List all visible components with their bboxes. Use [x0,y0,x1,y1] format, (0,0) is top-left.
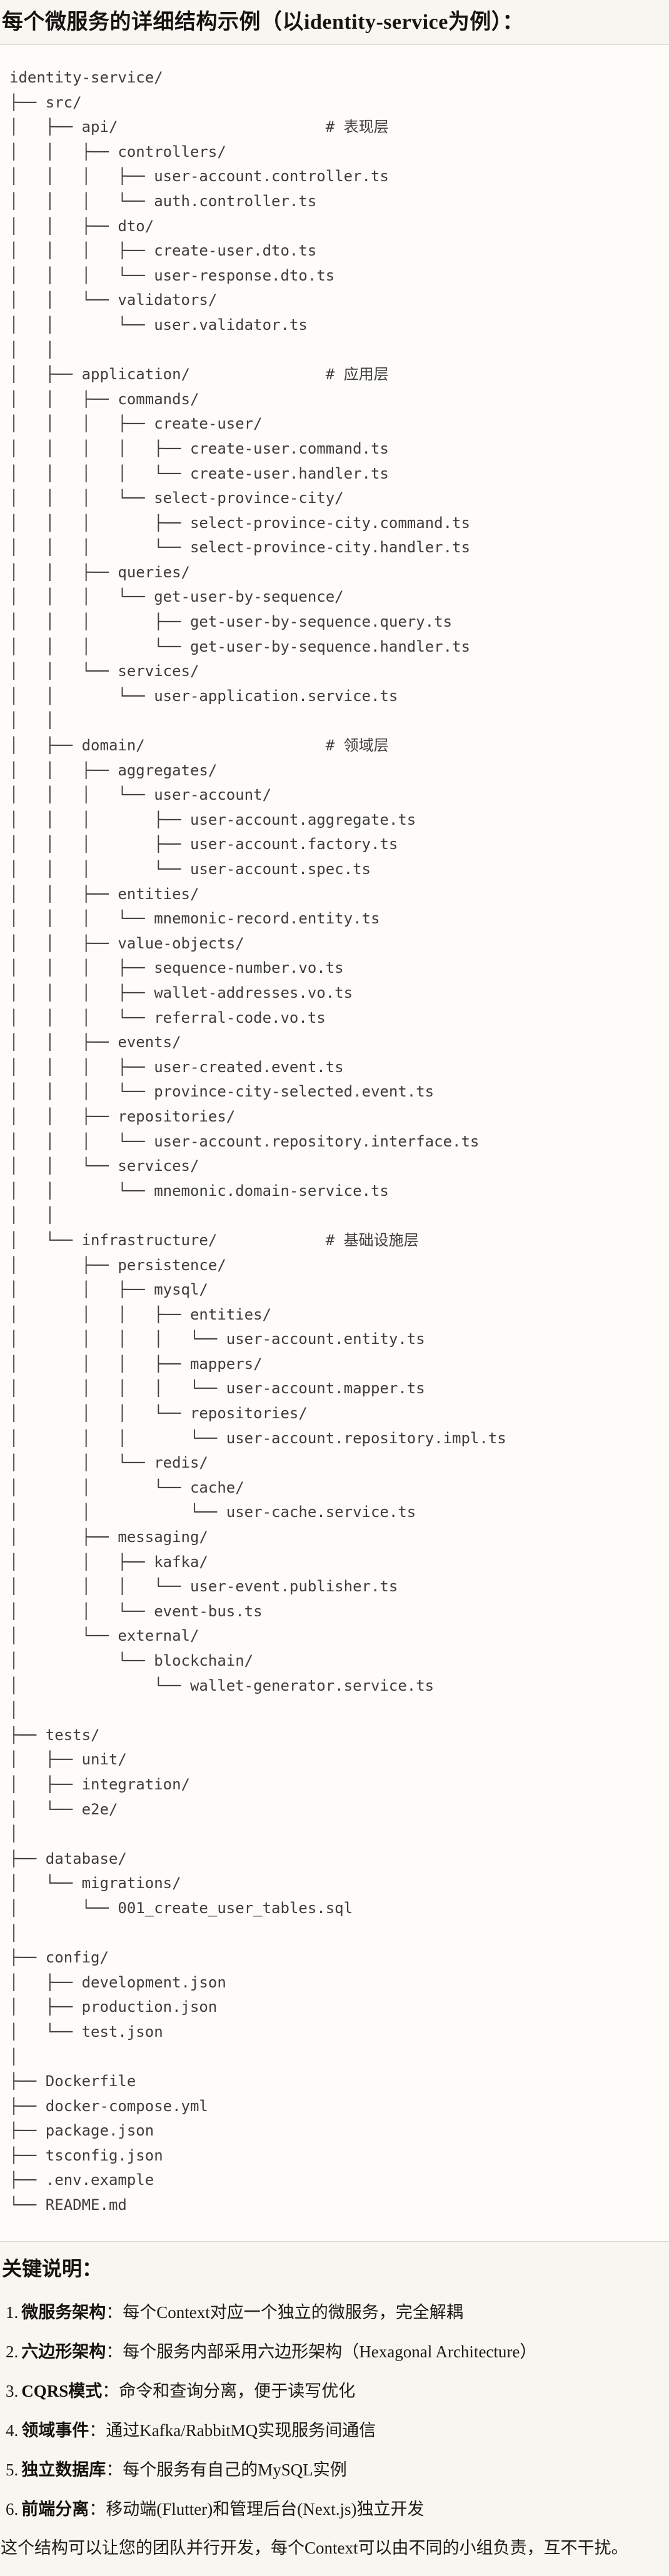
note-description: 命令和查询分离，便于读写优化 [119,2381,356,2400]
note-colon: ： [106,2342,123,2361]
note-term: 前端分离 [21,2499,89,2519]
note-term: 领域事件 [21,2420,89,2440]
notes-heading: 关键说明： [2,2257,103,2280]
note-description: 每个服务有自己的MySQL实例 [123,2460,347,2479]
note-item: 6.前端分离：移动端(Flutter)和管理后台(Next.js)独立开发 [6,2497,664,2522]
note-number: 2. [6,2342,19,2361]
page-title: 每个微服务的详细结构示例（以identity-service为例）： [2,11,524,34]
file-tree-code-block: identity-service/ ├── src/ │ ├── api/ # … [0,44,669,2242]
note-number: 4. [6,2420,19,2440]
note-number: 3. [6,2381,19,2400]
note-item: 4.领域事件：通过Kafka/RabbitMQ实现服务间通信 [6,2418,664,2443]
note-colon: ： [106,2302,123,2322]
note-description: 通过Kafka/RabbitMQ实现服务间通信 [106,2420,376,2440]
note-number: 5. [6,2460,19,2479]
note-term: CQRS模式 [21,2381,103,2400]
note-colon: ： [102,2381,119,2400]
note-term: 独立数据库 [21,2460,106,2479]
note-term: 六边形架构 [21,2342,106,2361]
note-description: 每个Context对应一个独立的微服务，完全解耦 [123,2302,463,2322]
note-item: 1.微服务架构：每个Context对应一个独立的微服务，完全解耦 [6,2300,664,2325]
note-number: 6. [6,2499,19,2519]
note-colon: ： [89,2499,106,2519]
note-colon: ： [89,2420,106,2440]
file-tree: identity-service/ ├── src/ │ ├── api/ # … [9,69,506,2214]
note-description: 每个服务内部采用六边形架构（Hexagonal Architecture） [123,2342,537,2361]
note-term: 微服务架构 [21,2302,106,2322]
note-description: 移动端(Flutter)和管理后台(Next.js)独立开发 [106,2499,425,2519]
note-number: 1. [6,2302,19,2322]
note-item: 5.独立数据库：每个服务有自己的MySQL实例 [6,2457,664,2482]
note-colon: ： [106,2460,123,2479]
note-item: 2.六边形架构：每个服务内部采用六边形架构（Hexagonal Architec… [6,2339,664,2364]
closing-paragraph: 这个结构可以让您的团队并行开发，每个Context可以由不同的小组负责，互不干扰… [1,2538,628,2557]
note-item: 3.CQRS模式：命令和查询分离，便于读写优化 [6,2379,664,2404]
